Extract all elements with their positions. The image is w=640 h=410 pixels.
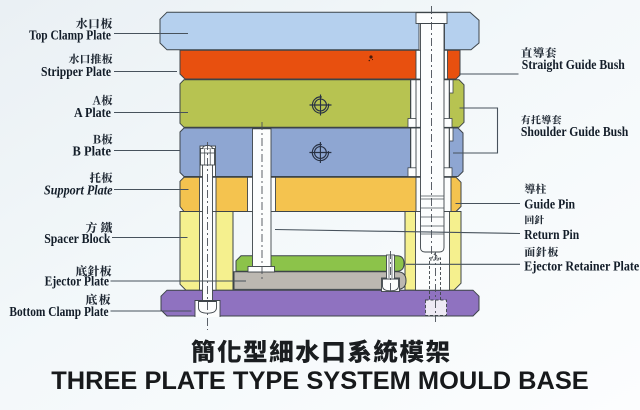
svg-text:Bottom Clamp Plate: Bottom Clamp Plate [9, 304, 108, 319]
svg-text:Support Plate: Support Plate [44, 183, 113, 198]
svg-text:Stripper Plate: Stripper Plate [41, 64, 111, 79]
svg-text:Ejector Plate: Ejector Plate [45, 274, 109, 289]
svg-text:Ejector Retainer Plate: Ejector Retainer Plate [524, 259, 639, 274]
svg-text:Top Clamp Plate: Top Clamp Plate [29, 28, 111, 43]
svg-text:Spacer Block: Spacer Block [44, 231, 111, 246]
svg-text:B Plate: B Plate [73, 144, 112, 159]
svg-text:THREE PLATE TYPE SYSTEM MOULD: THREE PLATE TYPE SYSTEM MOULD BASE [51, 367, 589, 395]
svg-text:A Plate: A Plate [74, 105, 111, 120]
svg-text:Shoulder Guide Bush: Shoulder Guide Bush [521, 124, 629, 139]
svg-text:Straight Guide Bush: Straight Guide Bush [522, 57, 625, 72]
svg-text:Return Pin: Return Pin [524, 227, 579, 242]
svg-text:Guide Pin: Guide Pin [524, 197, 575, 212]
